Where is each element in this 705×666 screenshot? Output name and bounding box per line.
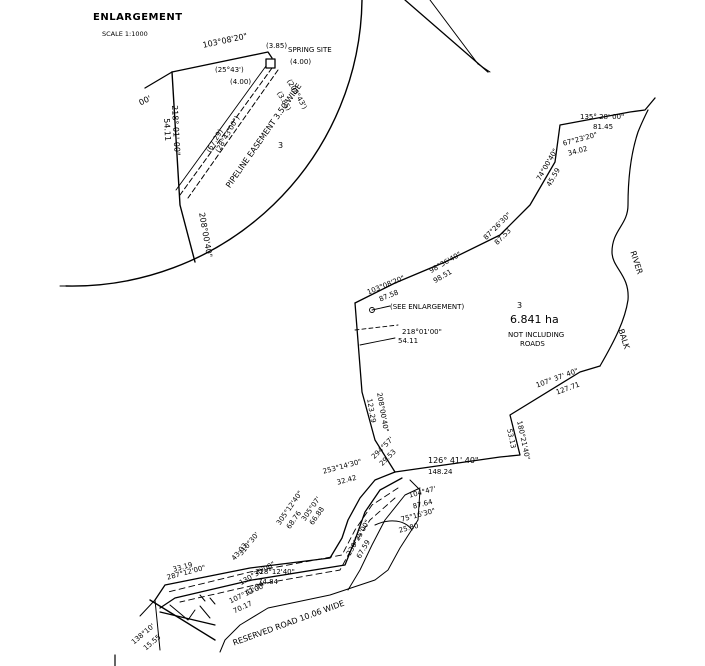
road-curve — [374, 520, 413, 531]
enlargement-boundary — [144, 51, 273, 89]
road-boundary-bottom — [347, 487, 421, 591]
see-enlargement-marker — [369, 307, 375, 313]
top-diagonal-tick — [477, 63, 491, 73]
lot-boundary — [354, 97, 656, 304]
enlargement-circle — [65, 0, 363, 287]
spring-dim-4: (4.00) — [290, 58, 312, 66]
lot-area-note-1: NOT INCLUDING — [508, 331, 565, 339]
see-enlargement-label: (SEE ENLARGEMENT) — [390, 303, 465, 311]
distance-1: 81.45 — [593, 123, 614, 131]
distance-20: 74.84 — [258, 578, 279, 586]
bearing-11: 126° 41' 40" — [428, 456, 479, 465]
road-west-spur — [139, 599, 156, 617]
balk-river-line — [599, 109, 649, 367]
bearing-1: 135° 28' 00" — [580, 113, 625, 121]
enlargement-side-line — [171, 71, 196, 263]
easement-line-2 — [187, 69, 279, 199]
bearing-7: 218°01'00" — [402, 328, 442, 336]
road-tick — [199, 605, 211, 619]
road-south-edge — [219, 479, 421, 653]
road-dashed-2 — [179, 497, 396, 603]
road-dashed-1 — [167, 487, 399, 593]
bearing-20: 128°12'40" — [255, 568, 295, 576]
distance-7: 54.11 — [398, 337, 419, 345]
spring-site-label: SPRING SITE — [288, 46, 332, 54]
lot-easement-line-2 — [359, 337, 396, 346]
road-inner-line — [149, 599, 216, 641]
road-boundary-top — [154, 471, 396, 601]
easement-line-3 — [175, 65, 267, 191]
distance-11: 148.24 — [428, 468, 453, 476]
lot-area: 6.841 ha — [510, 313, 559, 326]
lot-boundary-west — [354, 302, 396, 473]
road-inner-line-2 — [159, 611, 216, 626]
lot-boundary-south — [394, 365, 601, 473]
road-inner-line-3 — [169, 604, 196, 621]
see-enlargement-pointer — [371, 305, 391, 311]
enlargement-scale: SCALE 1:1000 — [102, 30, 148, 38]
enlargement-bearing-side-dist: 54.11 — [162, 117, 173, 142]
enlargement-lot-number: 3 — [278, 141, 284, 150]
spring-site-marker — [265, 58, 276, 69]
lot-number: 3 — [517, 301, 523, 310]
lot-easement-line — [354, 324, 399, 331]
spring-dim-3: (4.00) — [230, 78, 252, 86]
top-diagonal-line — [404, 0, 489, 73]
top-diagonal-line-2 — [429, 0, 479, 65]
road-spur-marks — [199, 594, 216, 605]
spring-dim-1: (3.85) — [266, 42, 288, 50]
road-inner-line-4 — [154, 599, 161, 651]
spring-dim-2: (25°43') — [215, 66, 244, 74]
easement-line-1 — [179, 67, 273, 196]
lot-area-note-2: ROADS — [520, 340, 545, 348]
enlargement-title: ENLARGEMENT — [93, 12, 183, 23]
